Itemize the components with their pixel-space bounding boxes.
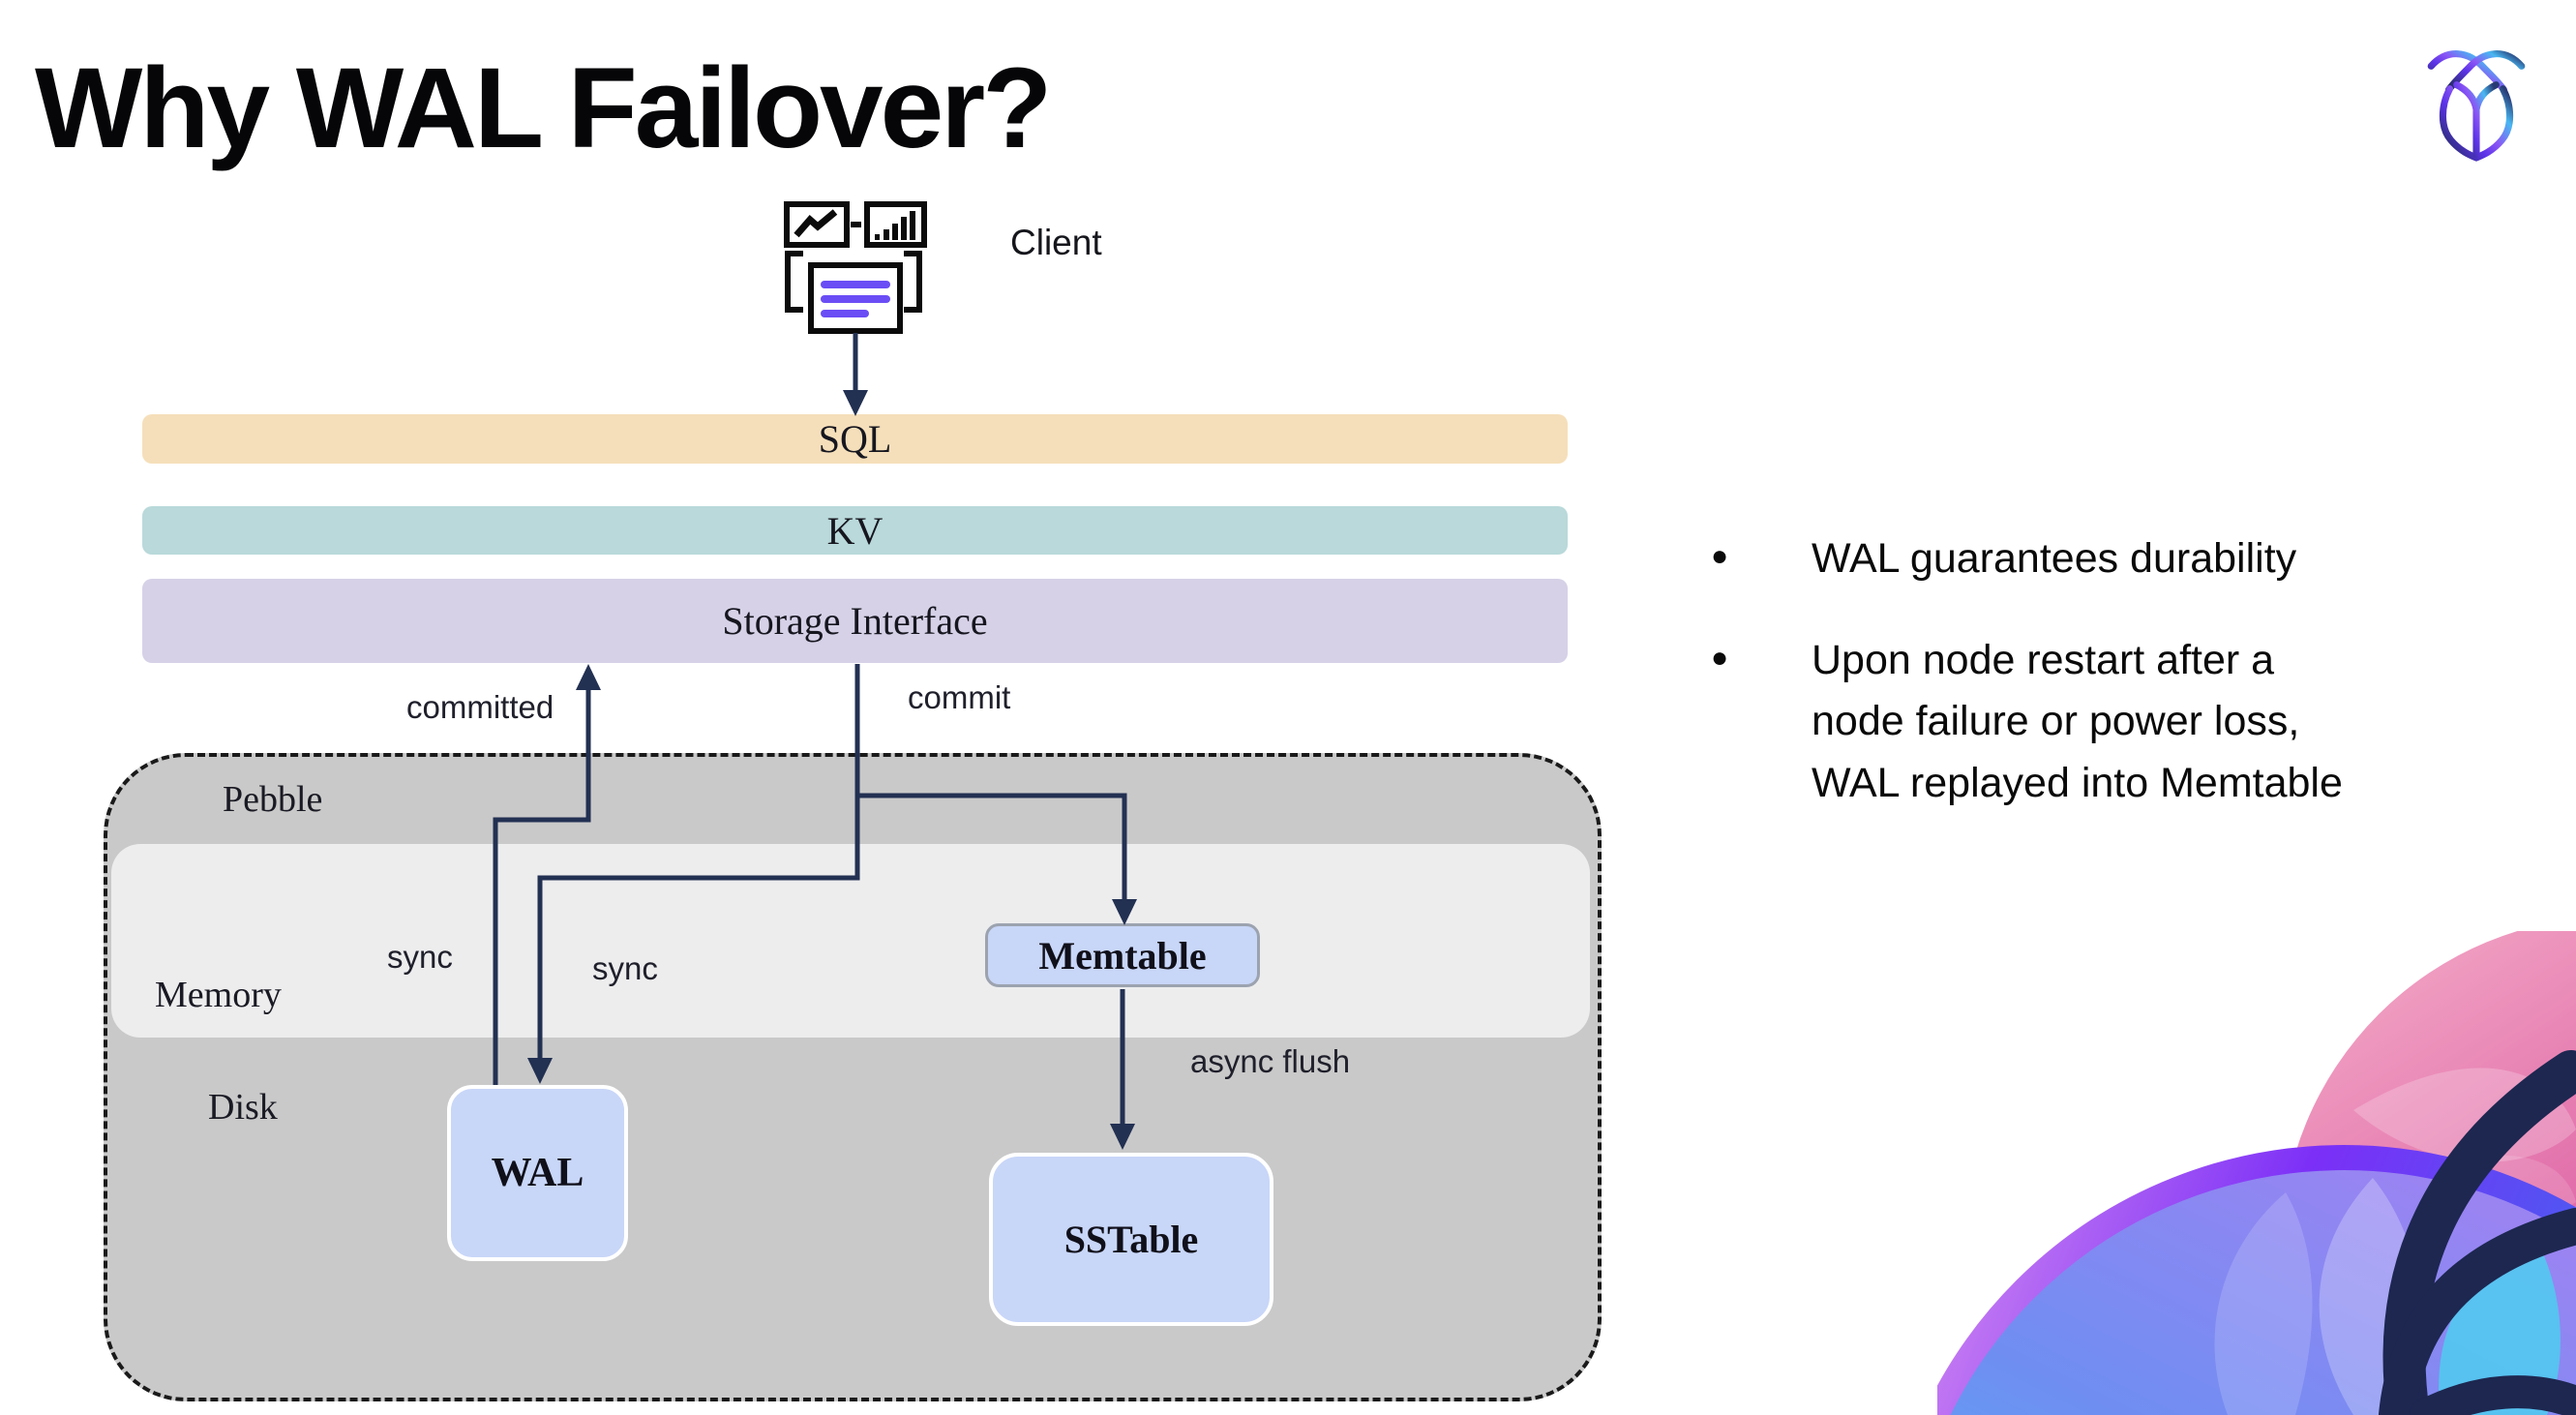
pebble-label: Pebble	[223, 779, 323, 820]
bullet-list: ● WAL guarantees durability ● Upon node …	[1711, 528, 2524, 814]
bar-chart-glyph	[875, 211, 915, 240]
layer-label-storage-interface: Storage Interface	[722, 599, 988, 643]
bracket-icons	[785, 251, 922, 313]
gradient-arc-stroke	[1937, 1145, 2576, 1415]
logo-antenna-left	[2427, 50, 2508, 94]
logo-stem	[2453, 81, 2500, 159]
navy-roach-bands	[2379, 1050, 2576, 1415]
sstable-node: SSTable	[989, 1153, 1273, 1326]
commit-edge-label: commit	[908, 679, 1011, 715]
blue-leaf-highlight	[2214, 1192, 2313, 1415]
list-item: ● WAL guarantees durability	[1711, 528, 2524, 589]
memory-label: Memory	[155, 975, 282, 1015]
layer-bar-storage-interface: Storage Interface	[142, 579, 1568, 663]
cockroachdb-logo-icon	[2427, 50, 2526, 162]
client-terminal-icon	[784, 201, 927, 334]
wal-node: WAL	[447, 1085, 628, 1261]
bullet-dot-icon: ●	[1711, 642, 1729, 675]
committed-edge-label: committed	[406, 689, 554, 725]
memtable-node: Memtable	[985, 923, 1260, 987]
layer-label-sql: SQL	[818, 417, 892, 461]
layer-label-kv: KV	[826, 508, 884, 553]
bullet-text: Upon node restart after a node failure o…	[1812, 637, 2343, 806]
async-flush-edge-label: async flush	[1190, 1043, 1351, 1079]
decorative-corner-graphic	[1937, 931, 2576, 1415]
client-label: Client	[1010, 223, 1102, 262]
dash-glyph	[851, 222, 861, 227]
bullet-dot-icon: ●	[1711, 540, 1729, 572]
sync-left-edge-label: sync	[387, 939, 453, 975]
document-lines-glyph	[821, 281, 890, 317]
wal-label: WAL	[491, 1151, 584, 1195]
teal-leaf	[2439, 1241, 2561, 1415]
page-title: Why WAL Failover?	[35, 45, 1052, 172]
layer-bar-sql: SQL	[142, 414, 1568, 464]
bullet-text: WAL guarantees durability	[1812, 535, 2297, 582]
sstable-label: SSTable	[1063, 1218, 1199, 1261]
layer-bar-kv: KV	[142, 506, 1568, 555]
disk-label: Disk	[208, 1087, 278, 1128]
sync-right-edge-label: sync	[592, 950, 658, 986]
line-chart-glyph	[794, 209, 838, 238]
memtable-label: Memtable	[1038, 933, 1207, 978]
list-item: ● Upon node restart after a node failure…	[1711, 630, 2524, 814]
memory-region	[111, 844, 1590, 1038]
logo-antenna-right	[2444, 50, 2526, 94]
